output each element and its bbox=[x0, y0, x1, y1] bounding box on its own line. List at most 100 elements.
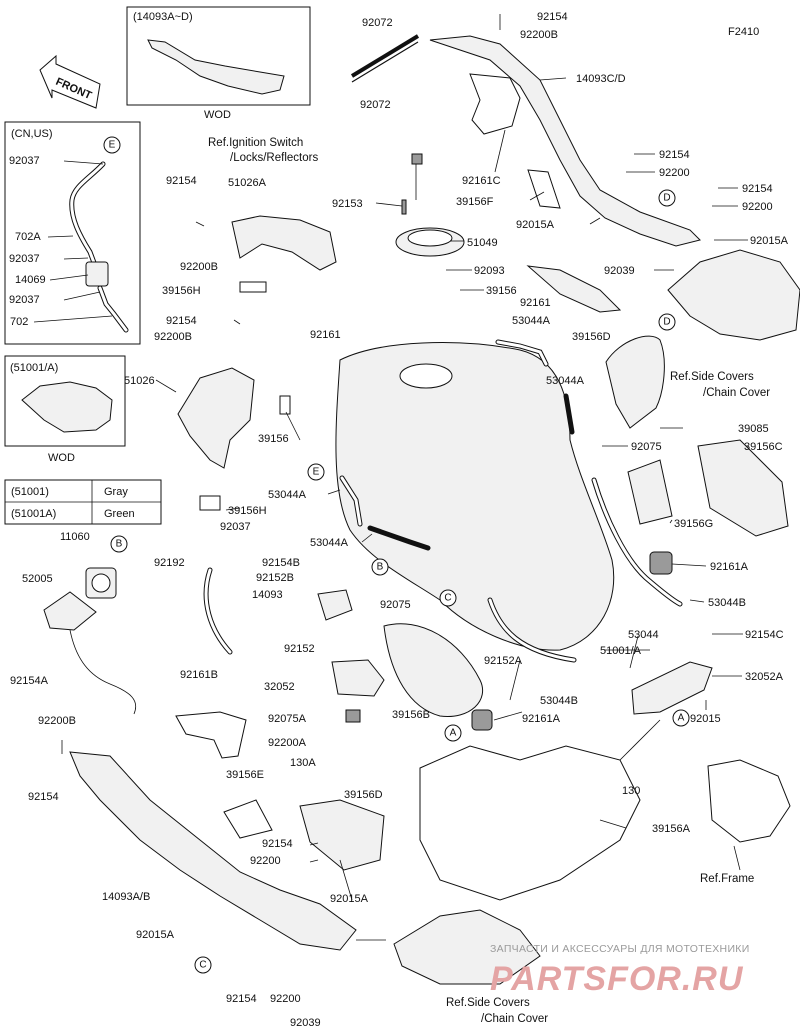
marker-c-2: C bbox=[199, 960, 206, 971]
pad-39156d-r bbox=[526, 265, 622, 313]
marker-e-main: E bbox=[313, 467, 320, 478]
label-92154b: 92154B bbox=[262, 557, 300, 569]
marker-d-1: D bbox=[663, 193, 670, 204]
label-51049: 51049 bbox=[467, 237, 498, 249]
cover-14093ab bbox=[69, 751, 357, 951]
label-39085: 39085 bbox=[738, 423, 769, 435]
label-92152a: 92152A bbox=[484, 655, 523, 667]
label-92015-r: 92015 bbox=[690, 713, 721, 725]
label-92154-t1: 92154 bbox=[537, 11, 568, 23]
ref-ignition-1: Ref.Ignition Switch bbox=[208, 137, 303, 149]
label-51001a: 51001/A bbox=[600, 645, 642, 657]
damper-92161a-b bbox=[471, 709, 493, 731]
bracket-14093 bbox=[317, 589, 353, 621]
label-39156h-l: 39156H bbox=[228, 505, 267, 517]
marker-a-2: A bbox=[678, 713, 685, 724]
ref-ignition-2: /Locks/Reflectors bbox=[230, 152, 318, 164]
label-39156f: 39156F bbox=[456, 196, 494, 208]
marker-a-1: A bbox=[450, 728, 457, 739]
marker-c-1: C bbox=[444, 593, 451, 604]
label-14093: 14093 bbox=[252, 589, 283, 601]
inset-14093-wod: (14093A~D) WOD bbox=[126, 6, 311, 121]
label-92075a: 92075A bbox=[268, 713, 307, 725]
label-92039-b: 92039 bbox=[290, 1017, 321, 1029]
bracket-32052 bbox=[331, 659, 385, 697]
bracket-92161b bbox=[175, 711, 247, 759]
inset-51001-wod: (51001/A) WOD bbox=[4, 355, 126, 464]
markers: D D E B B C A A C bbox=[110, 189, 690, 974]
color-code-51001: (51001) bbox=[11, 486, 49, 498]
label-39156b: 39156B bbox=[392, 709, 430, 721]
pad-39156d bbox=[299, 799, 385, 871]
label-92093: 92093 bbox=[474, 265, 505, 277]
label-39156d-b: 39156D bbox=[344, 789, 383, 801]
ref-side-covers-2b: /Chain Cover bbox=[481, 1013, 548, 1025]
label-92037-2: 92037 bbox=[9, 253, 40, 265]
label-39156-l: 39156 bbox=[258, 433, 289, 445]
label-92200b-l1: 92200B bbox=[180, 261, 218, 273]
damper-92161a-r bbox=[649, 551, 673, 575]
ref-side-covers-2a: /Chain Cover bbox=[703, 387, 770, 399]
label-92154-r2: 92154 bbox=[742, 183, 773, 195]
color-name-51001: Gray bbox=[104, 486, 128, 498]
label-92200b-b: 92200B bbox=[38, 715, 76, 727]
bolt-ignition bbox=[411, 153, 423, 165]
pad-39156h-l bbox=[199, 495, 221, 511]
label-11060: 11060 bbox=[60, 531, 90, 543]
fuel-tank-51001 bbox=[335, 342, 615, 651]
pad-39156e bbox=[223, 799, 273, 839]
sender-52005 bbox=[43, 591, 97, 631]
label-39156-c: 39156 bbox=[486, 285, 517, 297]
label-92037-l: 92037 bbox=[220, 521, 251, 533]
cover-51026a bbox=[231, 215, 337, 271]
label-92161b: 92161B bbox=[180, 669, 218, 681]
color-code-51001a: (51001A) bbox=[11, 508, 56, 520]
pad-39156-l bbox=[279, 395, 291, 415]
label-92072-top: 92072 bbox=[362, 17, 393, 29]
inset-cn-us: (CN,US) 92037 702A 92037 14069 92037 702… bbox=[4, 121, 141, 345]
label-92200-r1: 92200 bbox=[659, 167, 690, 179]
pad-39156a bbox=[419, 745, 641, 901]
leader-lines bbox=[61, 14, 748, 941]
label-92075-r: 92075 bbox=[631, 441, 662, 453]
pad-39156c bbox=[697, 439, 789, 537]
strip-92072-b bbox=[351, 41, 419, 83]
label-130: 130 bbox=[622, 785, 640, 797]
label-92015a-t: 92015A bbox=[516, 219, 555, 231]
label-92154-b1: 92154 bbox=[28, 791, 59, 803]
cover-14093cd bbox=[429, 35, 701, 247]
strip-92072-a bbox=[350, 34, 420, 78]
cover-lower-right bbox=[393, 909, 541, 985]
label-92037-e: 92037 bbox=[9, 155, 40, 167]
label-92152: 92152 bbox=[284, 643, 315, 655]
label-92154-b3: 92154 bbox=[226, 993, 257, 1005]
canister-part bbox=[85, 261, 109, 287]
label-32052a: 32052A bbox=[745, 671, 784, 683]
label-92200b-t1: 92200B bbox=[520, 29, 558, 41]
marker-e-inset: E bbox=[109, 140, 116, 151]
pad-39156h-top bbox=[239, 281, 267, 293]
label-92154-r1: 92154 bbox=[659, 149, 690, 161]
label-39156c: 39156C bbox=[744, 441, 783, 453]
side-cover-right bbox=[667, 249, 800, 341]
label-92200b-l2: 92200B bbox=[154, 331, 192, 343]
label-92152b: 92152B bbox=[256, 572, 294, 584]
label-39156g: 39156G bbox=[674, 518, 713, 530]
pad-39156g bbox=[627, 459, 673, 525]
cover-51026 bbox=[177, 367, 255, 469]
label-92161a-b: 92161A bbox=[522, 713, 561, 725]
front-arrow-icon: FRONT bbox=[39, 54, 101, 109]
label-53044a-m: 53044A bbox=[310, 537, 349, 549]
pad-39156b bbox=[383, 623, 483, 717]
label-92015a-b2: 92015A bbox=[136, 929, 175, 941]
label-92153: 92153 bbox=[332, 198, 363, 210]
bolt-92153 bbox=[401, 199, 407, 215]
wod-cover-part bbox=[147, 39, 285, 95]
inset-cn-title: (CN,US) bbox=[11, 128, 53, 140]
label-39156d-r: 39156D bbox=[572, 331, 611, 343]
pad-39156f bbox=[527, 169, 561, 209]
label-32052: 32052 bbox=[264, 681, 295, 693]
label-92154a: 92154A bbox=[10, 675, 49, 687]
diagram-code: F2410 bbox=[728, 26, 759, 38]
